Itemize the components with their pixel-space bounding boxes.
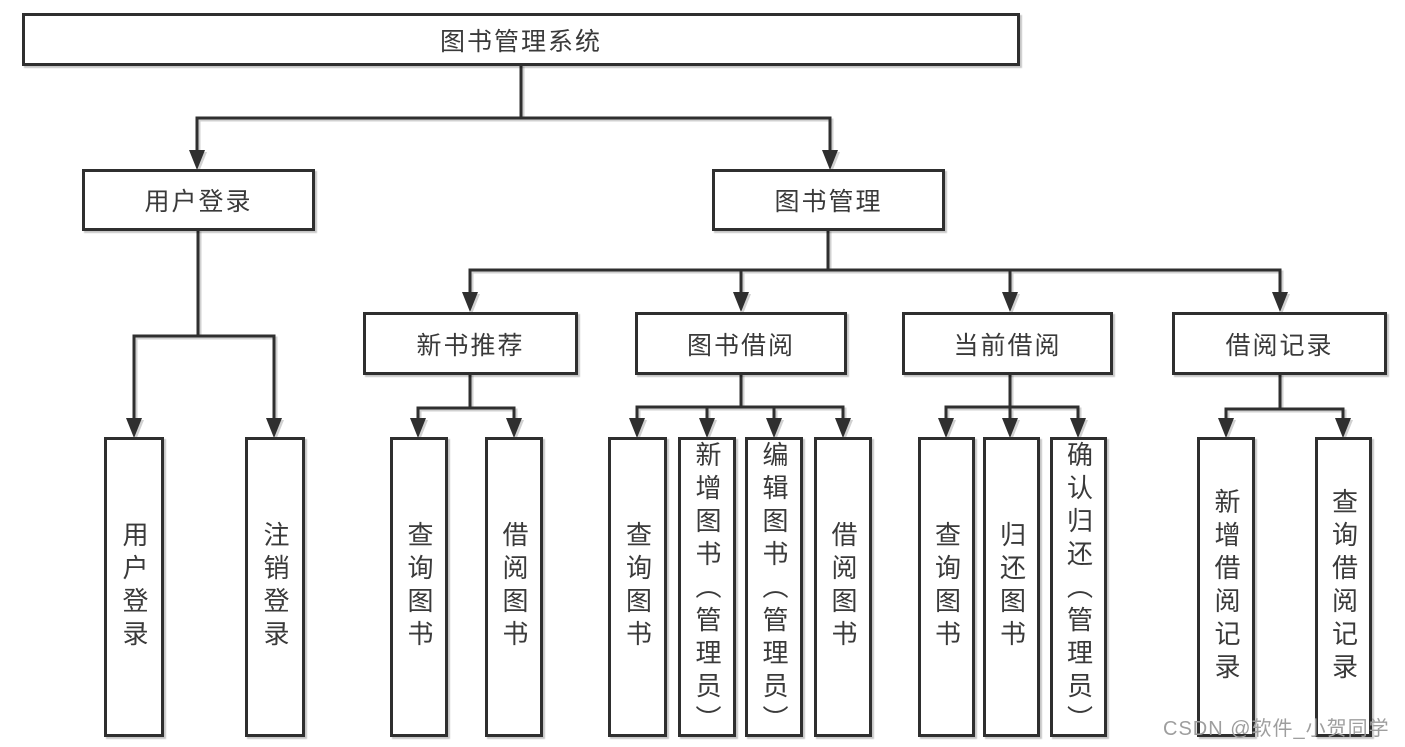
node-label: 借阅图书 bbox=[828, 521, 858, 653]
leaf-records-add-record: 新增借阅记录 bbox=[1197, 437, 1255, 737]
node-label: 借阅图书 bbox=[499, 521, 529, 653]
csdn-watermark: CSDN @软件_小贺同学 bbox=[1163, 718, 1390, 740]
leaf-newbook-borrow-book: 借阅图书 bbox=[485, 437, 543, 737]
node-book-management: 图书管理 bbox=[712, 169, 945, 231]
leaf-current-query-book: 查询图书 bbox=[918, 437, 975, 737]
node-label: 查询图书 bbox=[404, 521, 434, 653]
node-label: 确认归还（管理员） bbox=[1063, 441, 1094, 738]
node-user-login: 用户登录 bbox=[82, 169, 315, 231]
node-label: 用户登录 bbox=[119, 521, 149, 653]
node-label: 归还图书 bbox=[996, 521, 1027, 653]
node-label: 注销登录 bbox=[260, 521, 290, 653]
leaf-records-query-record: 查询借阅记录 bbox=[1315, 437, 1372, 737]
connector-lines bbox=[132, 64, 1345, 422]
node-borrow-records: 借阅记录 bbox=[1172, 312, 1387, 375]
leaf-user-login: 用户登录 bbox=[104, 437, 164, 737]
leaf-logout-login: 注销登录 bbox=[245, 437, 305, 737]
node-label: 新增图书（管理员） bbox=[692, 441, 722, 738]
node-root-system: 图书管理系统 bbox=[22, 13, 1020, 66]
leaf-borrow-add-book-admin: 新增图书（管理员） bbox=[678, 437, 736, 738]
node-label: 查询图书 bbox=[931, 521, 962, 653]
leaf-borrow-query-book: 查询图书 bbox=[608, 437, 667, 737]
node-current-borrow: 当前借阅 bbox=[902, 312, 1113, 375]
node-new-book-recommend: 新书推荐 bbox=[363, 312, 578, 375]
node-label: 查询图书 bbox=[622, 521, 653, 653]
node-label: 编辑图书（管理员） bbox=[759, 441, 789, 738]
leaf-newbook-query-book: 查询图书 bbox=[390, 437, 448, 737]
leaf-current-return-book: 归还图书 bbox=[983, 437, 1040, 737]
leaf-current-confirm-return-admin: 确认归还（管理员） bbox=[1050, 437, 1107, 738]
node-book-borrow: 图书借阅 bbox=[635, 312, 847, 375]
arrowheads bbox=[126, 150, 1351, 438]
leaf-borrow-borrow-book: 借阅图书 bbox=[814, 437, 872, 737]
leaf-borrow-edit-book-admin: 编辑图书（管理员） bbox=[745, 437, 803, 738]
node-label: 查询借阅记录 bbox=[1328, 488, 1359, 686]
node-label: 新增借阅记录 bbox=[1211, 488, 1241, 686]
